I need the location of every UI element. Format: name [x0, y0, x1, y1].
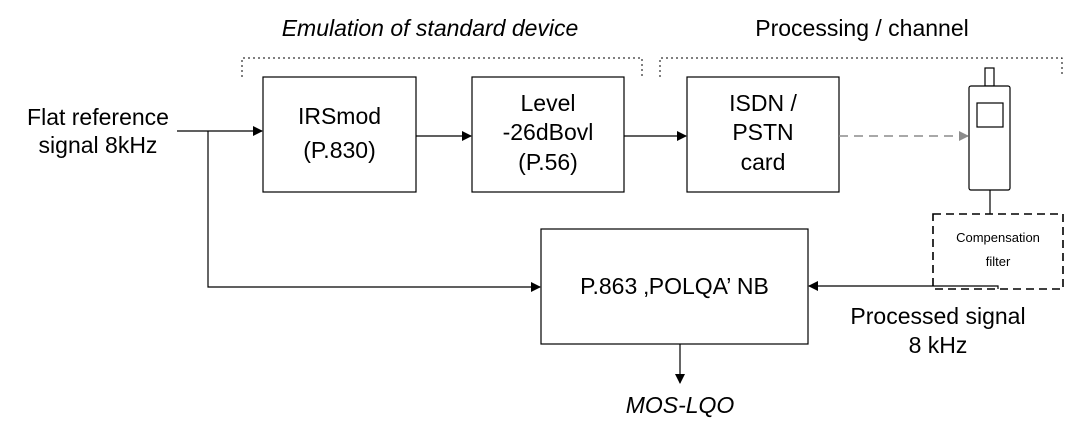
level-label-line2: -26dBovl [503, 119, 594, 145]
irsmod-block [262, 76, 417, 193]
compensation-filter-block [932, 213, 1064, 290]
compensation-label-line2: filter [986, 254, 1011, 269]
arrow-input-to-polqa [207, 131, 541, 292]
irsmod-label-line2: (P.830) [303, 137, 375, 163]
polqa-block [540, 228, 809, 345]
level-label-line3: (P.56) [518, 149, 578, 175]
arrow-compensation-to-polqa [808, 281, 999, 291]
emulation-group-bracket [241, 57, 643, 77]
group-title-emulation: Emulation of standard device [282, 15, 579, 41]
input-label-line1: Flat reference [27, 104, 169, 130]
processed-label-line1: Processed signal [850, 303, 1025, 329]
mobile-phone-icon [968, 67, 1011, 191]
output-label: MOS-LQO [626, 392, 735, 418]
processing-group-bracket [659, 57, 1063, 77]
isdn-label-line3: card [741, 149, 786, 175]
processed-label-line2: 8 kHz [909, 332, 968, 358]
group-title-processing: Processing / channel [755, 15, 969, 41]
isdn-label-line2: PSTN [732, 119, 793, 145]
input-label-line2: signal 8kHz [39, 132, 158, 158]
compensation-label-line1: Compensation [956, 230, 1040, 245]
isdn-label-line1: ISDN / [729, 90, 797, 116]
level-block [471, 76, 625, 193]
polqa-label: P.863 ‚POLQA’ NB [580, 273, 769, 299]
isdn-pstn-block [686, 76, 840, 193]
level-label-line1: Level [521, 90, 576, 116]
irsmod-label-line1: IRSmod [298, 103, 381, 129]
